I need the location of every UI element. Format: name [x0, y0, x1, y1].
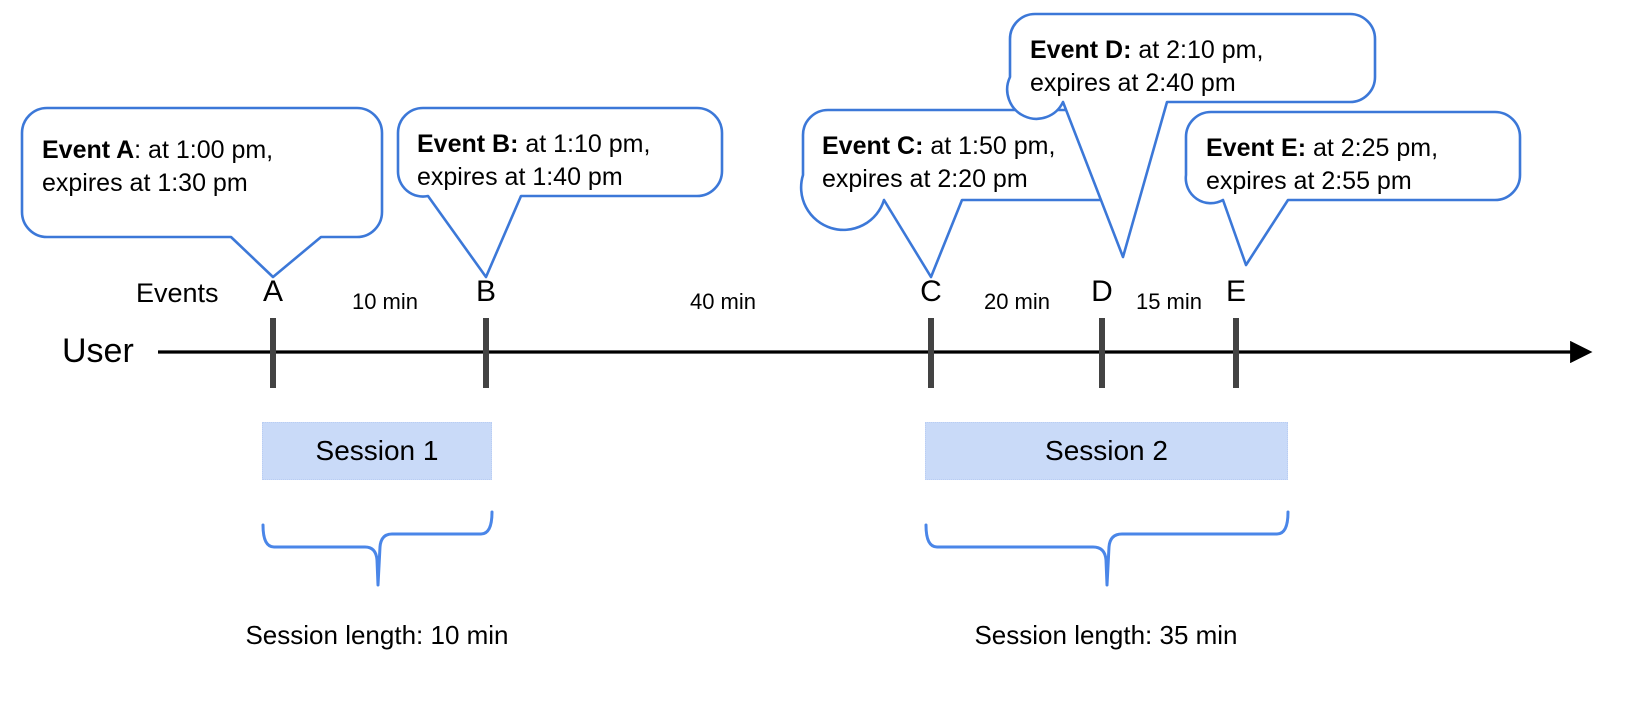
session-2-length-label: Session length: 35 min — [974, 620, 1238, 650]
tick-label-a: A — [262, 275, 283, 308]
events-row-label: Events — [136, 278, 219, 308]
tick-label-d: D — [1091, 275, 1113, 308]
tick-label-e: E — [1225, 275, 1246, 308]
session-2-label: Session 2 — [1045, 435, 1168, 466]
callout-e-shape — [1184, 110, 1522, 267]
gap-label-d-e: 15 min — [1135, 289, 1203, 314]
gap-label-c-d: 20 min — [983, 289, 1051, 314]
tick-label-c: C — [920, 275, 942, 308]
brace-session-2 — [924, 510, 1290, 587]
callout-event-e — [1184, 110, 1522, 267]
axis-row-label-user: User — [62, 332, 134, 370]
callout-event-b — [396, 106, 724, 279]
session-1-label: Session 1 — [315, 435, 439, 466]
session-box-1[interactable]: Session 1 — [262, 422, 492, 480]
callout-event-d — [1005, 12, 1377, 259]
tick-label-b: B — [475, 275, 496, 308]
session-1-length-label: Session length: 10 min — [245, 620, 509, 650]
callout-d-shape — [1005, 12, 1377, 259]
brace-session-1 — [261, 510, 494, 587]
session-box-2[interactable]: Session 2 — [925, 422, 1288, 480]
gap-label-b-c: 40 min — [689, 289, 757, 314]
callout-event-a — [20, 106, 384, 279]
callout-a-shape — [20, 106, 384, 279]
gap-label-a-b: 10 min — [351, 289, 419, 314]
callout-b-shape — [396, 106, 724, 279]
